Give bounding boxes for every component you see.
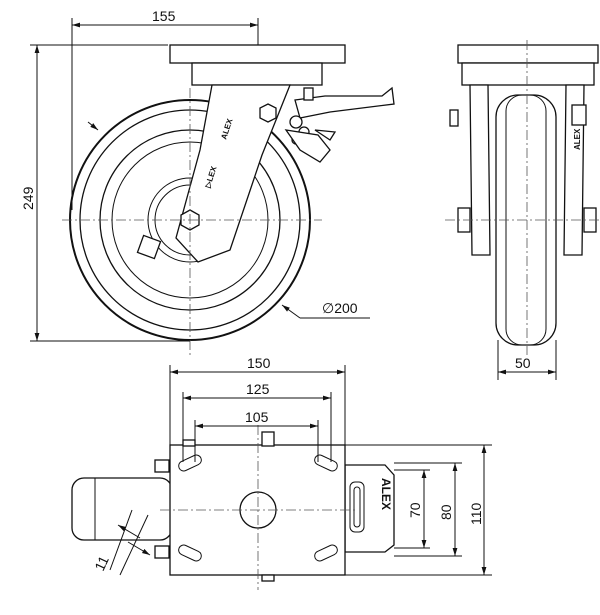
top-bolt-nut — [259, 103, 277, 123]
dim-110: 110 — [468, 502, 484, 525]
fork-leg — [175, 84, 291, 263]
dim-bolt-spacing-125: 125 — [182, 381, 332, 462]
dim-plate-width-110: 110 — [345, 444, 492, 576]
brake-lever — [284, 86, 395, 163]
side-view: ALEX ▷LEX — [62, 44, 395, 355]
dim-50: 50 — [515, 355, 531, 371]
axle-cap — [136, 234, 162, 260]
top-wheel — [71, 477, 173, 541]
dim-200: ∅200 — [322, 300, 358, 316]
dim-bolt-spacing-80: 80 — [394, 462, 462, 557]
dim-249: 249 — [20, 186, 36, 210]
dim-80: 80 — [438, 504, 454, 520]
dim-swivel-offset: 155 — [71, 8, 259, 210]
brand-label: ALEX — [379, 478, 393, 510]
dim-105: 105 — [245, 409, 269, 425]
dim-overall-height: 249 — [20, 44, 190, 342]
dim-70: 70 — [407, 502, 423, 518]
dim-slot-width: 11 — [91, 509, 151, 576]
dim-plate-length: 150 — [169, 355, 346, 445]
front-view: ALEX — [445, 40, 600, 355]
dim-bolt-spacing-70: 70 — [394, 469, 430, 549]
dim-wheel-width: 50 — [497, 340, 557, 380]
dim-150: 150 — [247, 355, 271, 371]
top-view: ALEX — [71, 425, 395, 590]
dim-155: 155 — [152, 8, 176, 24]
svg-text:ALEX: ALEX — [573, 128, 582, 150]
dim-wheel-diameter: ∅200 — [87, 121, 370, 319]
top-plate — [169, 44, 346, 64]
dim-125: 125 — [246, 381, 270, 397]
swivel-housing — [191, 62, 323, 86]
front-top-plate — [457, 44, 599, 64]
dim-11: 11 — [91, 553, 112, 573]
slotted-holes — [178, 454, 338, 562]
dim-bolt-spacing-105: 105 — [194, 409, 319, 462]
